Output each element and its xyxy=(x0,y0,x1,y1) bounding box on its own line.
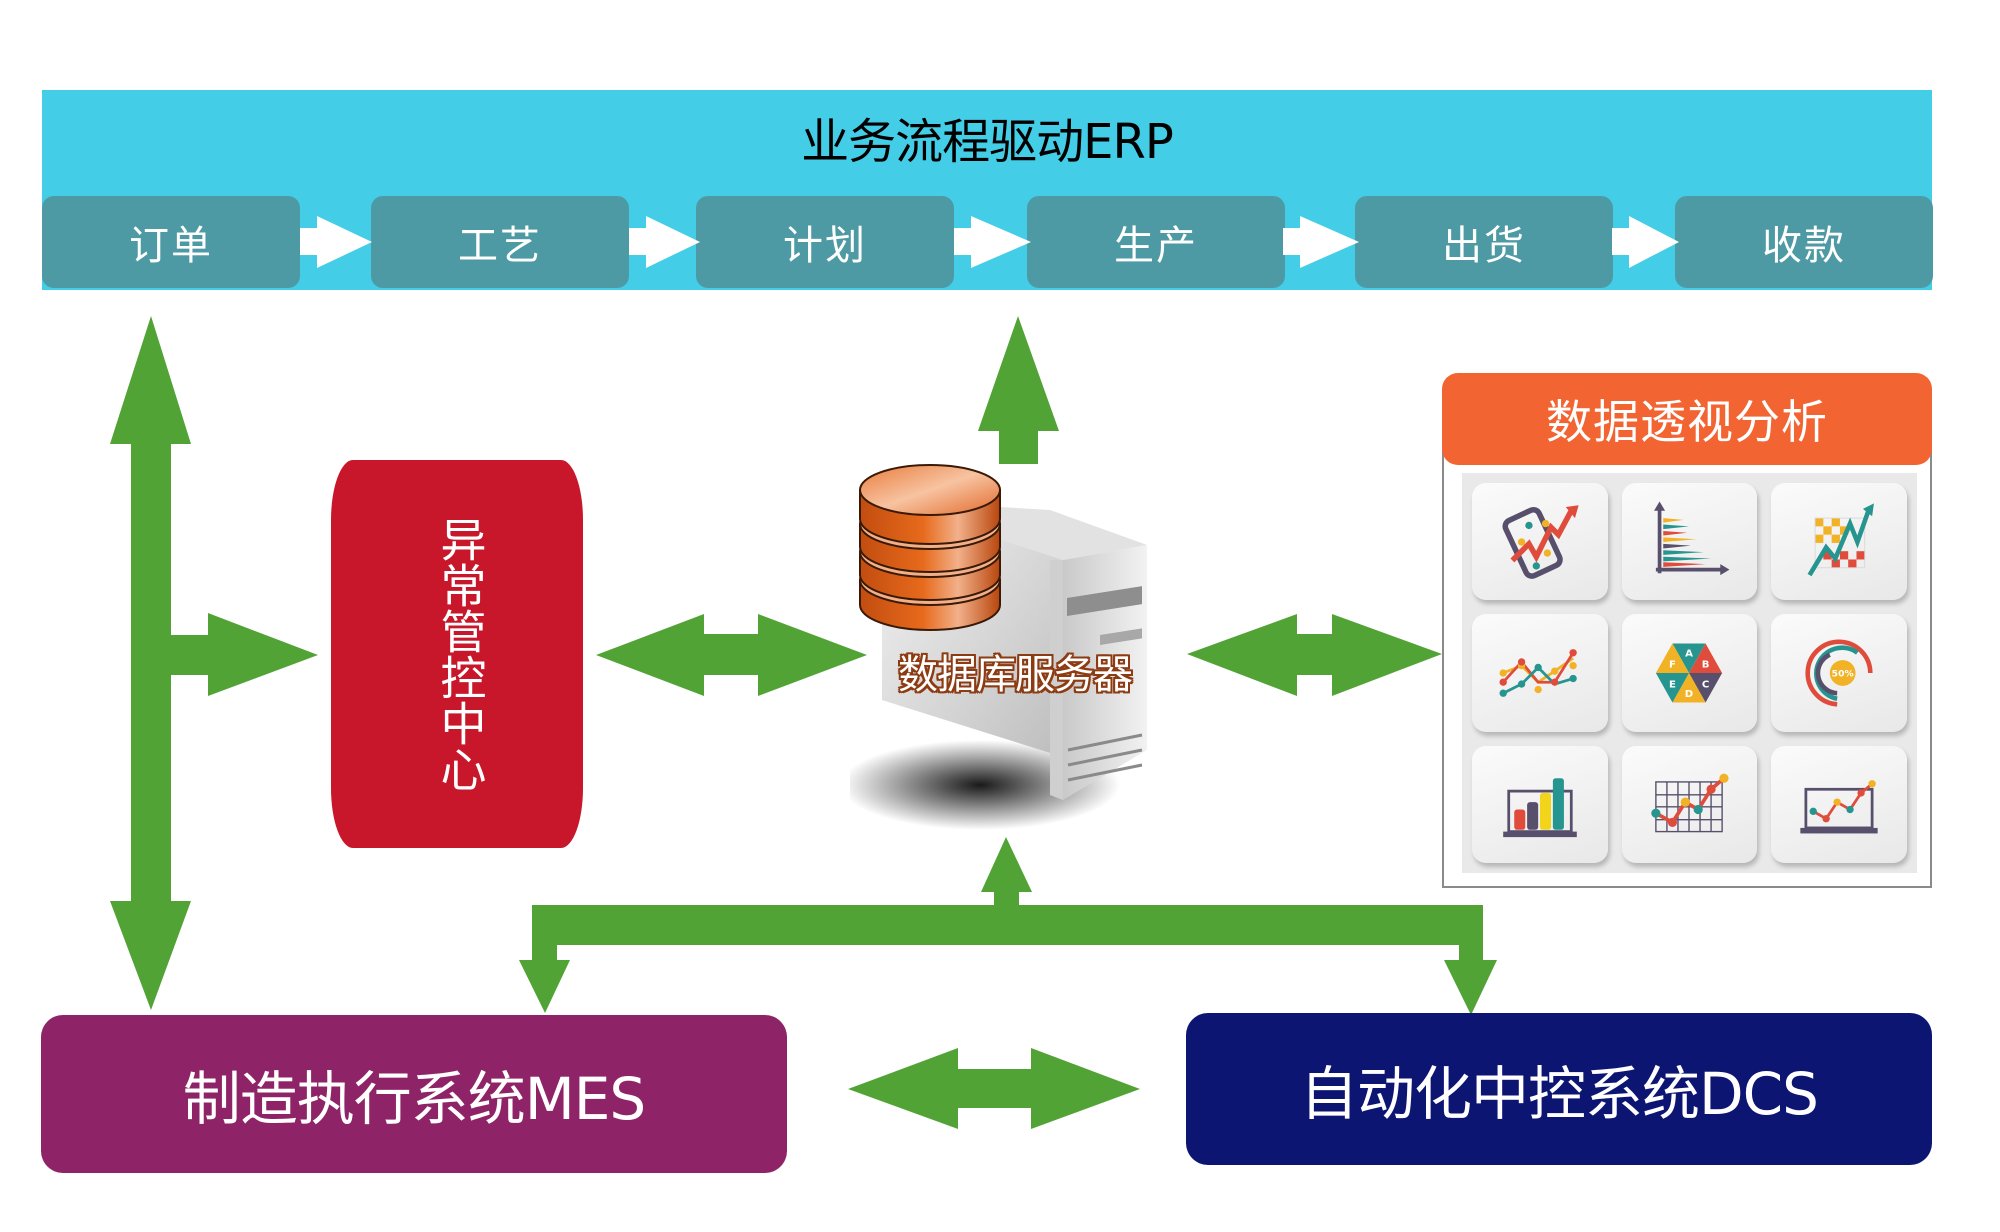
to-exception-center-arrow xyxy=(171,613,318,696)
hexagon-segment-chart-icon: A B C D E F xyxy=(1621,614,1758,732)
exception-control-center[interactable]: 异常管控中心 xyxy=(331,460,583,848)
flow-arrow-icon xyxy=(300,216,372,268)
segment-label-f: F xyxy=(1669,659,1676,670)
flow-arrow-icon xyxy=(629,216,700,268)
step-label: 收款 xyxy=(1762,223,1846,269)
laptop-line-chart-icon xyxy=(1771,745,1907,863)
connector-to-dcs-arrow xyxy=(1444,945,1497,1015)
step-label: 工艺 xyxy=(458,223,542,269)
dcs-label: 自动化中控系统DCS xyxy=(1300,1060,1819,1128)
database-server-label: 数据库服务器 xyxy=(898,652,1133,698)
grid-line-chart-icon xyxy=(1621,745,1758,863)
step-label: 生产 xyxy=(1114,223,1198,269)
data-analysis-panel[interactable]: 数据透视分析 xyxy=(1442,373,1932,888)
flow-arrow-icon xyxy=(954,216,1031,268)
exception-center-label: 异常管控中心 xyxy=(433,516,488,792)
horizontal-bar-chart-icon xyxy=(1621,483,1758,601)
chart-icon-grid: A B C D E F 50% xyxy=(1462,473,1917,873)
step-production[interactable]: 生产 xyxy=(1027,196,1285,288)
dcs-system-box[interactable]: 自动化中控系统DCS xyxy=(1186,1013,1932,1165)
radial-progress-chart-icon: 50% xyxy=(1771,614,1907,732)
mobile-growth-chart-icon xyxy=(1472,483,1608,601)
step-process[interactable]: 工艺 xyxy=(371,196,629,288)
db-analysis-double-arrow xyxy=(1187,614,1442,696)
segment-label-b: B xyxy=(1702,659,1710,670)
step-order[interactable]: 订单 xyxy=(42,196,300,288)
segment-label-e: E xyxy=(1669,680,1676,691)
checkered-trend-chart-icon xyxy=(1771,483,1907,601)
multi-line-chart-icon xyxy=(1472,614,1608,732)
progress-value-label: 50% xyxy=(1832,669,1854,680)
erp-mes-double-arrow xyxy=(110,316,191,1010)
step-plan[interactable]: 计划 xyxy=(696,196,954,288)
panel-title: 数据透视分析 xyxy=(1442,373,1932,465)
segment-label-c: C xyxy=(1702,680,1709,691)
exception-db-double-arrow xyxy=(596,614,867,696)
mes-system-box[interactable]: 制造执行系统MES xyxy=(41,1015,787,1173)
database-server-icon xyxy=(840,450,1170,850)
mes-dcs-connector-bar xyxy=(532,905,1483,945)
flow-arrow-icon xyxy=(1283,216,1359,268)
step-shipping[interactable]: 出货 xyxy=(1355,196,1613,288)
step-label: 订单 xyxy=(129,223,213,269)
mes-dcs-double-arrow xyxy=(848,1048,1140,1129)
db-to-erp-arrow xyxy=(978,316,1059,464)
connector-to-mes-arrow xyxy=(519,945,570,1013)
step-label: 出货 xyxy=(1442,223,1526,269)
laptop-bar-chart-icon xyxy=(1472,745,1608,863)
segment-label-a: A xyxy=(1686,648,1694,659)
mes-label: 制造执行系统MES xyxy=(182,1065,647,1133)
step-payment[interactable]: 收款 xyxy=(1675,196,1933,288)
segment-label-d: D xyxy=(1685,689,1693,700)
connector-to-db-arrow xyxy=(981,837,1032,905)
flow-arrow-icon xyxy=(1612,216,1679,268)
step-label: 计划 xyxy=(783,223,867,269)
erp-title: 业务流程驱动ERP xyxy=(801,114,1174,170)
